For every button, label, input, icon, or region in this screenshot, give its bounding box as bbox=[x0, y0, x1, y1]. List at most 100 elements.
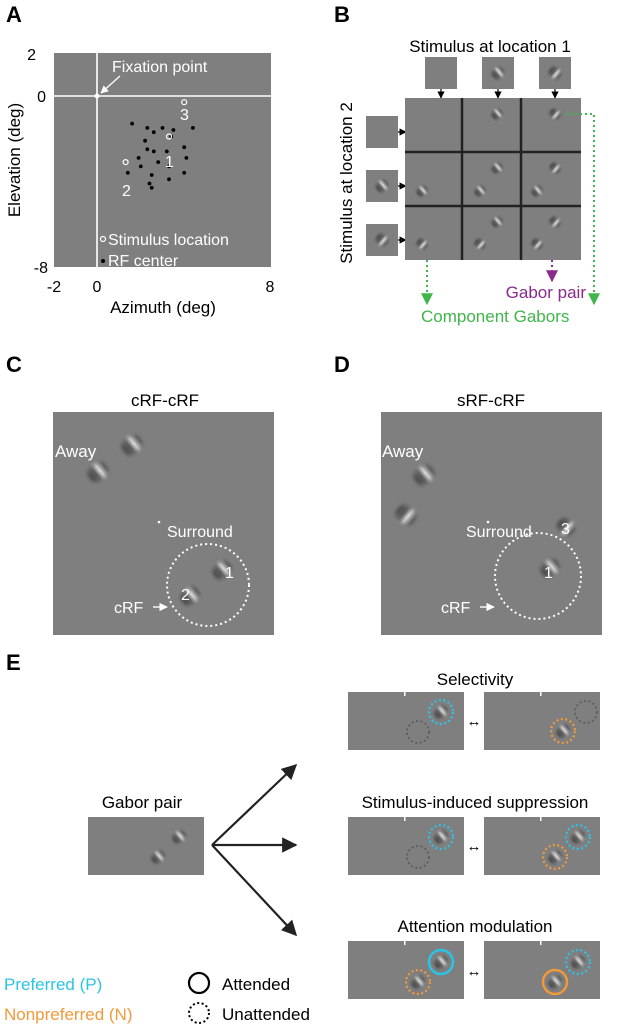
panel-label-e: E bbox=[6, 650, 21, 675]
rf-center-dot bbox=[136, 156, 141, 160]
e-arrow-selectivity bbox=[211, 763, 298, 846]
rf-center-dot bbox=[149, 185, 154, 190]
d-label-1: 1 bbox=[544, 565, 553, 582]
legend-unattended-icon bbox=[188, 1002, 210, 1024]
fixation-label: Fixation point bbox=[112, 59, 208, 76]
d-fixation-dot bbox=[486, 520, 490, 524]
legend-nonpreferred: Nonpreferred (N) bbox=[4, 1005, 133, 1024]
c-label-2: 2 bbox=[181, 587, 190, 604]
attention-right-display bbox=[484, 941, 600, 999]
x-tick-right: 8 bbox=[266, 279, 275, 296]
stimulus-location-markers bbox=[122, 99, 188, 166]
sup-left-empty-ring bbox=[406, 845, 430, 869]
e-suppression-title: Stimulus-induced suppression bbox=[362, 793, 589, 812]
rf-center-dot bbox=[182, 170, 187, 175]
sup-left-preferred-ring bbox=[427, 823, 455, 851]
c-crf-label: cRF bbox=[114, 600, 144, 617]
rf-center-dot bbox=[167, 177, 171, 182]
y-tick-zero: 0 bbox=[37, 89, 46, 106]
rf-center-dot bbox=[182, 145, 187, 150]
rf-center-dot bbox=[147, 181, 152, 186]
stimulus-grid bbox=[405, 98, 581, 260]
panel-label-b: B bbox=[334, 2, 350, 27]
grid-lines bbox=[405, 98, 581, 260]
rf-center-dot bbox=[130, 121, 135, 126]
rf-center-dot bbox=[164, 149, 169, 154]
sup-right-preferred-ring bbox=[564, 823, 592, 851]
legend-attended: Attended bbox=[222, 975, 290, 994]
rf-center-dot bbox=[125, 170, 130, 175]
sel-right-empty-ring bbox=[574, 700, 598, 724]
x-tick-left: -2 bbox=[47, 279, 61, 296]
top-stim-blank bbox=[425, 57, 457, 89]
rf-center-dots bbox=[125, 121, 195, 190]
c-crf-circle bbox=[166, 543, 250, 627]
legend-unattended: Unattended bbox=[222, 1005, 310, 1024]
panel-label-d: D bbox=[334, 352, 350, 377]
rf-center-dot bbox=[149, 173, 154, 177]
fixation-point bbox=[94, 93, 100, 99]
sel-right-nonpreferred-ring bbox=[549, 717, 577, 745]
rf-center-dot bbox=[145, 147, 150, 152]
sel-left-empty-ring bbox=[406, 720, 430, 744]
fixation-arrow bbox=[100, 75, 121, 94]
legend-stimulus-marker bbox=[99, 235, 107, 243]
stimulus-location-3 bbox=[181, 99, 188, 106]
att-left-attended-preferred-ring bbox=[427, 948, 455, 976]
att-right-attended-nonpreferred-ring bbox=[541, 968, 569, 996]
panel-label-a: A bbox=[6, 2, 22, 27]
location-label-3: 3 bbox=[180, 107, 189, 124]
c-fixation-dot bbox=[157, 520, 161, 524]
stimulus-location-1 bbox=[165, 133, 173, 140]
rf-center-dot bbox=[143, 138, 148, 143]
rf-center-dot bbox=[156, 160, 161, 165]
panel-a-plot-area bbox=[54, 53, 271, 267]
panel-c-display bbox=[53, 412, 274, 635]
d-away-label: Away bbox=[382, 442, 424, 461]
sel-left-preferred-ring bbox=[427, 698, 455, 726]
att-exchange-icon: ↔ bbox=[467, 963, 482, 980]
rf-center-dot bbox=[184, 156, 189, 160]
d-crf-circle bbox=[494, 532, 582, 620]
legend-preferred: Preferred (P) bbox=[4, 975, 102, 994]
d-label-3: 3 bbox=[561, 521, 570, 538]
rf-center-dot bbox=[151, 149, 156, 154]
d-surround-label: Surround bbox=[466, 524, 532, 541]
rf-center-dot bbox=[145, 126, 150, 130]
sup-right-nonpreferred-ring bbox=[541, 843, 569, 871]
location-label-2: 2 bbox=[122, 183, 131, 200]
panel-b-left-label: Stimulus at location 2 bbox=[337, 102, 356, 264]
panel-d-title: sRF-cRF bbox=[457, 391, 525, 410]
component-arrow-right bbox=[565, 113, 600, 306]
rf-center-dot bbox=[191, 126, 195, 130]
legend-rf-label: RF center bbox=[108, 253, 179, 270]
rf-center-dot bbox=[167, 164, 171, 169]
stimulus-location-2 bbox=[122, 159, 129, 166]
e-gabor-pair-label: Gabor pair bbox=[102, 793, 183, 812]
selectivity-left-display bbox=[348, 692, 464, 750]
x-axis-label: Azimuth (deg) bbox=[110, 298, 216, 317]
left-stim-blank bbox=[366, 116, 398, 148]
e-arrow-attention bbox=[211, 844, 298, 937]
c-label-1: 1 bbox=[225, 565, 234, 582]
e-attention-title: Attention modulation bbox=[398, 917, 553, 936]
d-crf-label: cRF bbox=[441, 600, 471, 617]
y-tick-top: 2 bbox=[27, 47, 36, 64]
selectivity-right-display bbox=[484, 692, 600, 750]
x-tick-zero: 0 bbox=[93, 279, 102, 296]
att-left-unattended-nonpreferred-ring bbox=[404, 968, 432, 996]
gabor-pair-label: Gabor pair bbox=[506, 283, 587, 302]
c-away-label: Away bbox=[55, 442, 97, 461]
att-right-unattended-preferred-ring bbox=[564, 948, 592, 976]
legend-stimulus-label: Stimulus location bbox=[108, 232, 229, 249]
suppression-left-display bbox=[348, 817, 464, 875]
legend-attended-icon bbox=[187, 971, 211, 995]
top-stimulus-row bbox=[425, 57, 571, 99]
sup-exchange-icon: ↔ bbox=[467, 838, 482, 855]
c-surround-label: Surround bbox=[167, 524, 233, 541]
rf-center-dot bbox=[171, 128, 176, 132]
sel-exchange-icon: ↔ bbox=[467, 713, 482, 730]
location-label-1: 1 bbox=[165, 154, 174, 171]
rf-center-dot bbox=[160, 126, 165, 130]
